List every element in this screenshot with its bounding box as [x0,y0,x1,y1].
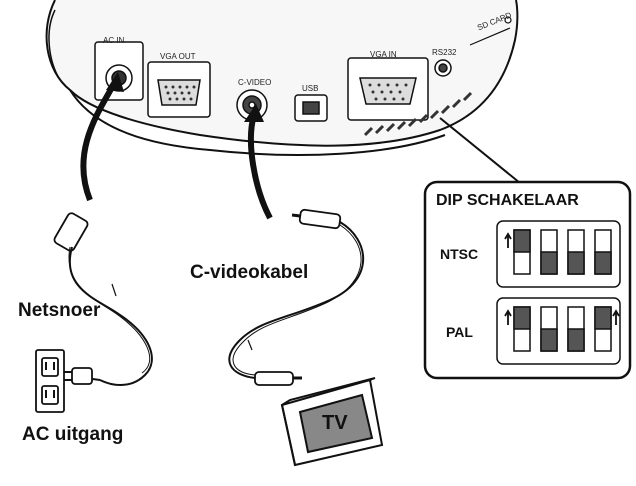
c-video-label: C-VIDEO [238,78,272,87]
callout-line [439,117,521,184]
dip-switch-knob [594,306,612,330]
dip-mode-ntsc: NTSC [440,246,479,262]
video-cable-label: C-videokabel [190,262,309,283]
dip-switch-knob [567,328,585,352]
usb-label: USB [302,84,319,93]
power-cable [53,72,153,386]
dip-title: DIP SCHAKELAAR [436,192,579,209]
tv-set [280,377,384,467]
dip-switch-knob [567,251,585,275]
ac-outlet-label: AC uitgang [22,424,124,445]
vga-in-port [347,57,429,121]
dip-mode-pal: PAL [446,324,473,340]
vga-in-label: VGA IN [370,50,397,59]
vent-slots [363,91,473,137]
power-cord-label: Netsnoer [18,300,101,321]
dip-switch-knob [540,328,558,352]
arrow-up-icon [612,309,620,325]
ac-in-label: AC IN [103,36,125,45]
rs232-label: RS232 [432,48,457,57]
sd-card-slot [469,16,512,46]
dip-switch-group [504,229,620,352]
rs232-port [434,59,452,77]
video-cable [228,104,365,386]
dip-switch-knob [513,306,531,330]
dip-switch-knob [540,251,558,275]
ac-in-panel [94,41,144,101]
arrow-up-icon [504,232,512,248]
tv-label: TV [322,412,348,434]
arrow-up-icon [504,309,512,325]
ac-outlet [35,349,65,413]
vga-out-port [147,61,211,118]
usb-port [294,94,328,122]
dip-switch-knob [513,229,531,253]
vga-out-label: VGA OUT [160,52,196,61]
dip-switch-knob [594,251,612,275]
